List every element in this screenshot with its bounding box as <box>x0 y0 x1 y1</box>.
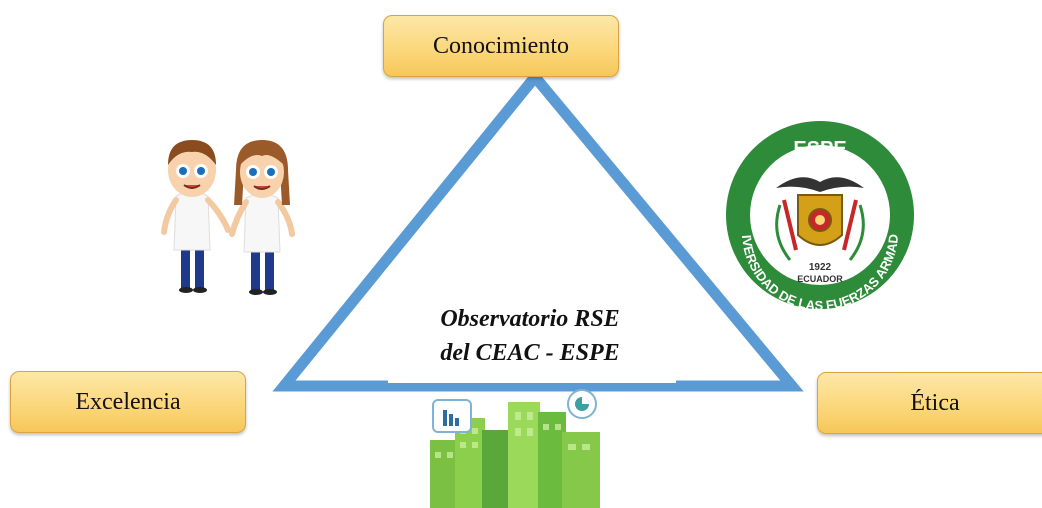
node-conocimiento-label: Conocimiento <box>433 32 569 59</box>
node-conocimiento: Conocimiento <box>383 15 619 77</box>
bar-chart-bubble-icon <box>432 399 472 433</box>
logo-top-text: ESPE <box>793 138 846 160</box>
triangle <box>272 68 804 392</box>
city-buildings <box>430 402 600 508</box>
node-etica: Ética <box>817 372 1042 434</box>
condor-icon <box>776 177 864 192</box>
node-etica-label: Ética <box>910 389 960 416</box>
boy-figure <box>161 140 231 293</box>
logo-country: ECUADOR <box>797 274 843 284</box>
node-excelencia: Excelencia <box>10 371 246 433</box>
logo-year: 1922 <box>809 262 832 273</box>
center-label: Observatorio RSE del CEAC - ESPE <box>380 302 680 370</box>
node-excelencia-label: Excelencia <box>75 388 181 415</box>
center-label-line1: Observatorio RSE <box>440 306 620 332</box>
girl-figure <box>229 140 295 295</box>
center-label-line2: del CEAC - ESPE <box>440 340 620 366</box>
center-text-backdrop <box>388 372 676 383</box>
pie-chart-bubble-icon <box>567 389 597 419</box>
